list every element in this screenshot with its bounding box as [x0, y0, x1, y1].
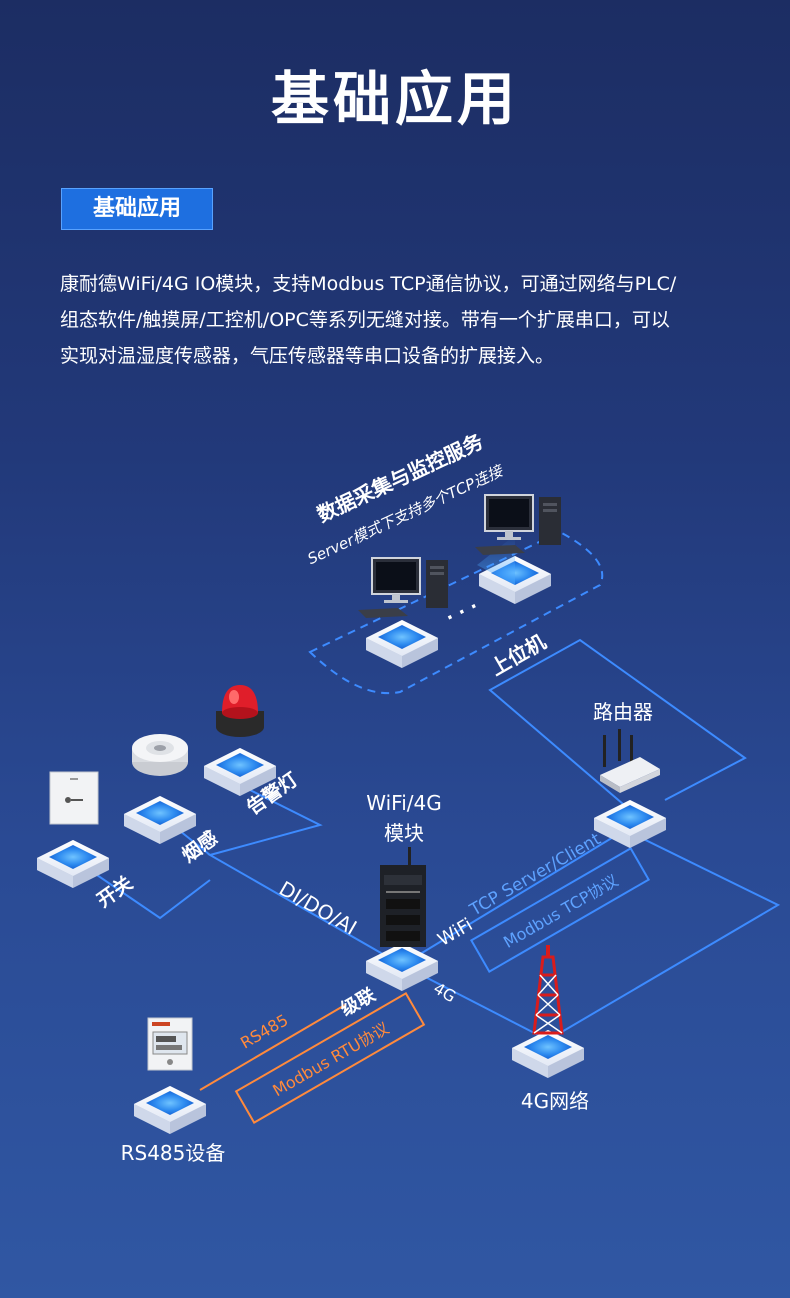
- smoke-label: 烟感: [178, 826, 222, 867]
- description: 康耐德WiFi/4G IO模块，支持Modbus TCP通信协议，可通过网络与P…: [60, 266, 760, 374]
- description-line: 组态软件/触摸屏/工控机/OPC等系列无缝对接。带有一个扩展串口，可以: [60, 309, 670, 331]
- line-router-4g: [547, 829, 781, 1041]
- line-router-host: [488, 638, 747, 811]
- pc-icon: [475, 494, 561, 585]
- rs485-label: RS485: [237, 1010, 291, 1052]
- line-module-router: [401, 829, 626, 966]
- ellipsis: · · ·: [443, 596, 482, 629]
- modbus-rtu-label: Modbus RTU协议: [269, 1018, 392, 1100]
- description-line: 康耐德WiFi/4G IO模块，支持Modbus TCP通信协议，可通过网络与P…: [60, 273, 677, 295]
- wifi-label: WiFi: [434, 914, 476, 950]
- line-module-io: [207, 789, 403, 966]
- alarm-light-icon: [216, 685, 264, 737]
- io-module-icon: [380, 847, 426, 947]
- router-icon: [600, 729, 660, 793]
- connection-lines: [74, 638, 781, 1041]
- page-title: 基础应用: [270, 65, 519, 133]
- router-label: 路由器: [593, 700, 653, 724]
- cascade-label: 级联: [337, 983, 379, 1020]
- pc-icon: [358, 557, 448, 618]
- description-line: 实现对温湿度传感器，气压传感器等串口设备的扩展接入。: [60, 345, 555, 367]
- switch-panel-icon: [49, 771, 99, 825]
- dio-label: DI/DO/AI: [275, 876, 361, 940]
- rs485-device-icon: [147, 1017, 193, 1071]
- server-area: [308, 530, 604, 695]
- module-label-line1: WiFi/4G: [366, 791, 441, 815]
- section-badge: 基础应用: [61, 188, 213, 230]
- module-label-line2: 模块: [384, 821, 424, 845]
- cell-tower-icon: [532, 945, 564, 1035]
- network-4g-label: 4G网络: [521, 1089, 589, 1113]
- line-module-rs485: [199, 1004, 346, 1091]
- host-label: 上位机: [486, 630, 550, 681]
- line-switch: [74, 859, 211, 920]
- rs485-device-label: RS485设备: [121, 1141, 226, 1165]
- smoke-detector-icon: [132, 734, 188, 776]
- rs485-lines: [199, 1004, 346, 1091]
